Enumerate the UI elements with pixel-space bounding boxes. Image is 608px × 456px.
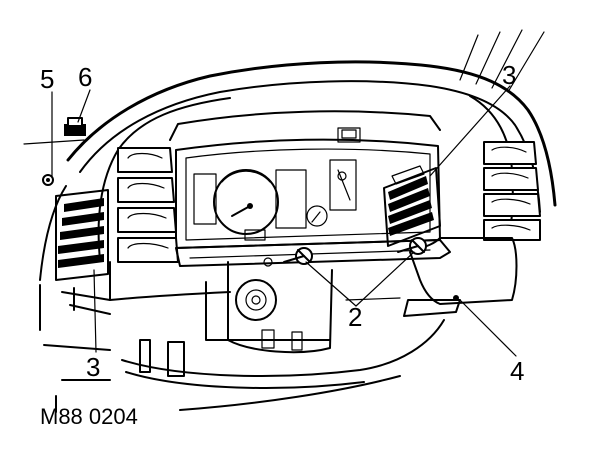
figure-reference-code: M88 0204: [40, 404, 138, 429]
callout-4: 4: [510, 356, 524, 386]
glovebox-panel: [345, 237, 518, 317]
right-vent-louvres: [383, 165, 441, 247]
lower-fascia: [109, 239, 451, 411]
right-switch-bank: [483, 141, 541, 241]
left-side-panel: [23, 139, 111, 413]
leader-lines: [51, 85, 517, 357]
left-switch-bank: [117, 147, 179, 263]
callout-3-bottom: 3: [86, 352, 100, 382]
gauge-cluster: [193, 127, 361, 241]
callout-3-top: 3: [502, 60, 516, 90]
callout-6: 6: [78, 62, 92, 92]
fixing-screws: [263, 237, 427, 267]
instrument-binnacle: [169, 110, 441, 249]
callout-2: 2: [348, 302, 362, 332]
callout-5: 5: [40, 64, 54, 94]
clip-fasteners: [42, 117, 86, 186]
left-vent-louvres: [55, 189, 109, 281]
